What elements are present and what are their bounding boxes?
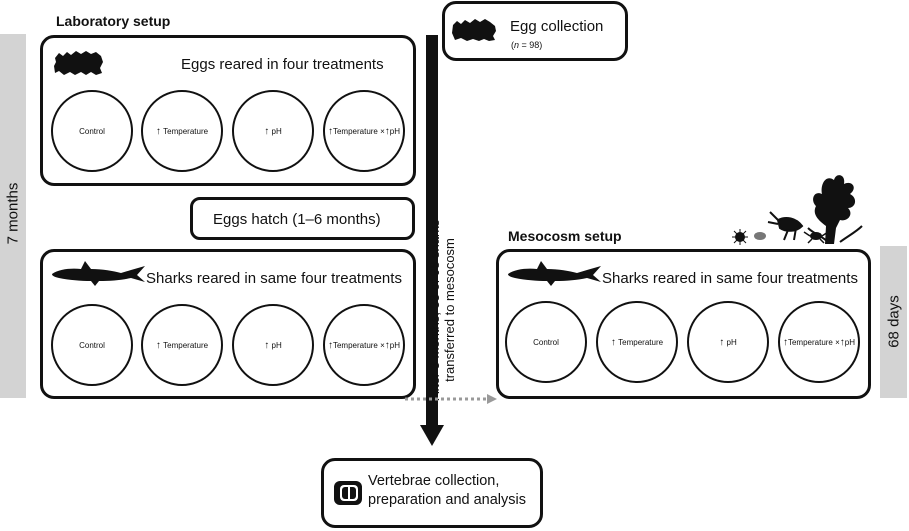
treatment-label: Control [533,337,559,347]
transfer-note: After 3 months, 33 of 98 sharks transfer… [427,195,467,425]
up-arrow-icon: ↑ [782,336,788,348]
mesocosm-organisms-icon [732,175,863,245]
paren: ( [511,40,514,50]
treatment-control: Control [505,301,587,383]
treatment-ph: ↑ pH [232,304,314,386]
eggs-treatment-box: Eggs reared in four treatments Control ↑… [40,35,416,186]
main-flow-arrow [420,35,444,446]
lab-sharks-box-title: Sharks reared in same four treatments [146,270,402,287]
treatment-label: Temperature × [332,126,385,136]
treatment-label: pH [271,126,282,136]
vertebra-icon [334,481,362,505]
vertebrae-text: Vertebrae collection, preparation and an… [368,472,526,510]
treatment-label: pH [271,340,282,350]
treatment-label: Temperature [163,126,209,136]
up-arrow-icon: ↑ [384,339,390,351]
treatment-temperature: ↑ Temperature [141,90,223,172]
treatment-label: pH [726,337,737,347]
egg-collection-title: Egg collection [510,18,604,35]
treatment-label: Temperature [163,340,209,350]
up-arrow-icon: ↑ [384,125,390,137]
up-arrow-icon: ↑ [610,336,616,348]
egg-collection-box: Egg collection (n = 98) [442,1,628,61]
n-value: = 98) [519,40,543,50]
treatment-temperature-ph: ↑Temperature × ↑pH [778,301,860,383]
up-arrow-icon: ↑ [264,339,270,351]
mesocosm-box-title: Sharks reared in same four treatments [602,270,858,287]
transfer-line-1: After 3 months, 33 of 98 sharks [427,219,442,401]
up-arrow-icon: ↑ [327,339,333,351]
treatment-temperature-ph: ↑Temperature × ↑pH [323,90,405,172]
treatment-label: pH [389,340,401,350]
treatment-ph: ↑ pH [687,301,769,383]
lab-duration-bar [0,34,26,398]
treatment-label: pH [844,337,856,347]
lab-duration-label: 7 months [4,182,22,245]
up-arrow-icon: ↑ [327,125,333,137]
n-symbol: n [514,40,520,50]
up-arrow-icon: ↑ [719,336,725,348]
eggs-box-title: Eggs reared in four treatments [181,56,384,73]
laboratory-setup-title: Laboratory setup [56,13,171,29]
treatment-label: Temperature × [332,340,385,350]
up-arrow-icon: ↑ [155,125,161,137]
treatment-ph: ↑ pH [232,90,314,172]
mesocosm-setup-title: Mesocosm setup [508,228,622,244]
eggs-hatch-box: Eggs hatch (1–6 months) [190,197,415,240]
vertebrae-analysis-box: Vertebrae collection, preparation and an… [321,458,543,528]
up-arrow-icon: ↑ [839,336,845,348]
treatment-control: Control [51,90,133,172]
mesocosm-duration-label: 68 days [885,295,903,348]
treatment-temperature: ↑ Temperature [596,301,678,383]
vertebrae-line-2: preparation and analysis [368,492,526,508]
treatment-label: Temperature [618,337,664,347]
lab-sharks-treatment-box: Sharks reared in same four treatments Co… [40,249,416,399]
treatment-label: Control [79,126,105,136]
mesocosm-duration-bar [880,246,907,398]
treatment-control: Control [51,304,133,386]
transfer-dotted-arrow [405,394,497,404]
mesocosm-treatment-box: Sharks reared in same four treatments Co… [496,249,871,399]
vertebrae-line-1: Vertebrae collection, [368,473,500,489]
shark-icon [508,261,601,286]
treatment-label: pH [389,126,401,136]
up-arrow-icon: ↑ [155,339,161,351]
treatment-temperature-ph: ↑Temperature × ↑pH [323,304,405,386]
shark-icon [52,261,145,286]
transfer-line-2: transferred to mesocosm [442,238,457,382]
treatment-label: Control [79,340,105,350]
egg-collection-count: (n = 98) [511,40,542,50]
egg-case-icon [452,19,496,41]
treatment-label: Temperature × [787,337,840,347]
eggs-hatch-label: Eggs hatch (1–6 months) [213,211,381,228]
up-arrow-icon: ↑ [264,125,270,137]
treatment-temperature: ↑ Temperature [141,304,223,386]
egg-case-icon [54,51,103,75]
